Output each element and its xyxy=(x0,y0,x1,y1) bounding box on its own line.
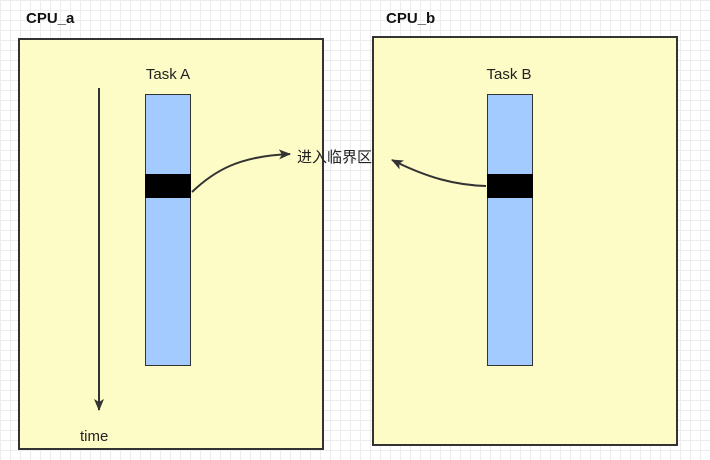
cpu-b-label: CPU_b xyxy=(386,10,436,27)
task-a-critical-section xyxy=(145,174,191,198)
task-a-to-annotation-arrow xyxy=(191,149,291,193)
critical-section-annotation: 进入临界区 xyxy=(297,148,373,166)
task-b-label: Task B xyxy=(486,66,532,83)
task-a-bar xyxy=(145,94,191,366)
cpu-a-label: CPU_a xyxy=(26,10,75,27)
task-b-critical-section xyxy=(487,174,533,198)
task-b-bar xyxy=(487,94,533,366)
task-b-to-annotation-arrow xyxy=(391,159,487,187)
time-axis-label: time xyxy=(80,428,109,445)
task-a-label: Task A xyxy=(145,66,191,83)
